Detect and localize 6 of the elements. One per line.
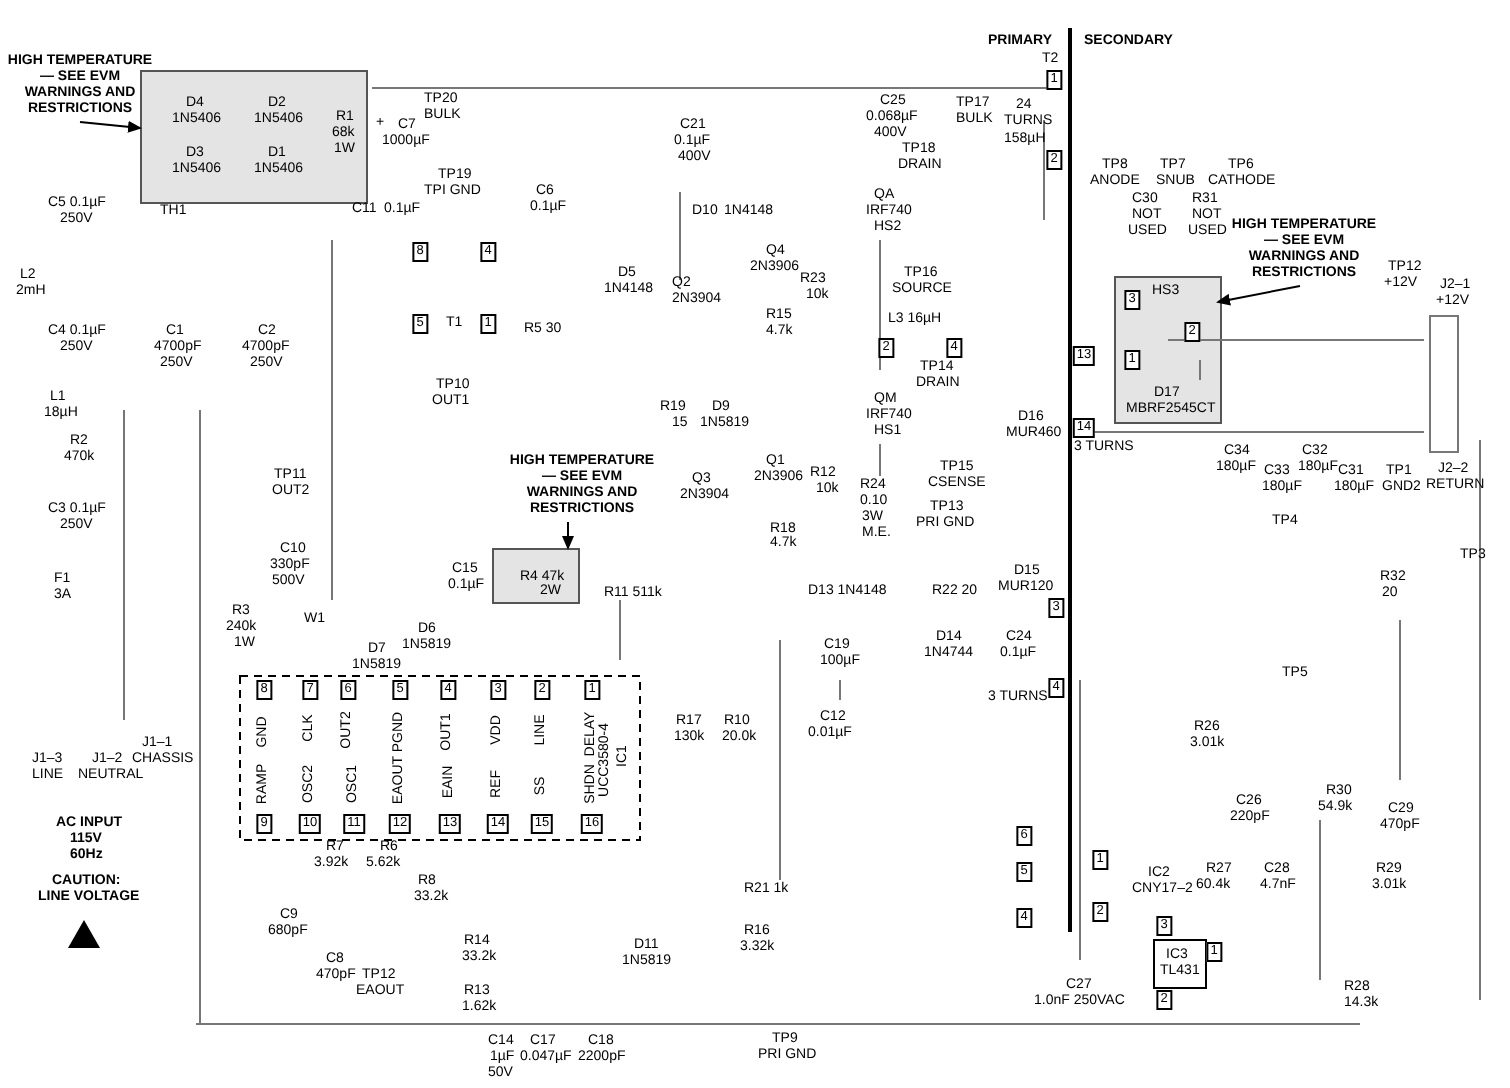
heat-sink-area (492, 548, 580, 604)
leader-arrow (562, 521, 574, 550)
leader-arrow (1216, 285, 1301, 306)
leader-arrow (79, 120, 142, 133)
heat-sink-area (140, 70, 368, 204)
heat-sink-area (1114, 276, 1222, 424)
